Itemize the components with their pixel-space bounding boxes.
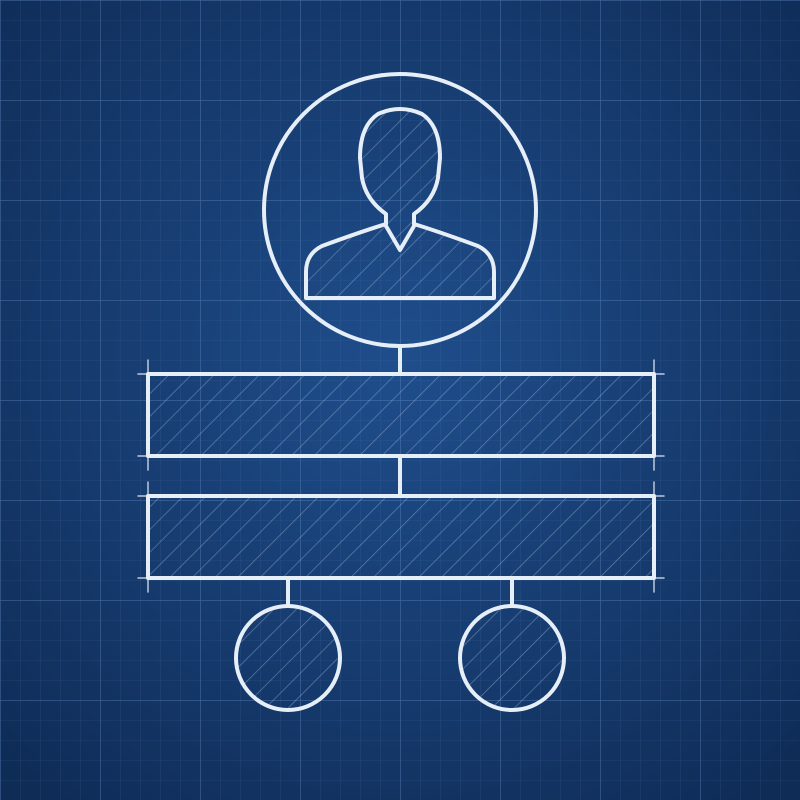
person-silhouette bbox=[304, 107, 496, 300]
level-bar-2 bbox=[146, 494, 656, 580]
child-node-left bbox=[234, 604, 342, 712]
bar-2-construction-marks bbox=[137, 481, 665, 593]
person-collar bbox=[384, 224, 416, 252]
person-avatar-icon bbox=[304, 107, 496, 300]
level-bar-1 bbox=[146, 372, 656, 458]
child-node-right bbox=[458, 604, 566, 712]
